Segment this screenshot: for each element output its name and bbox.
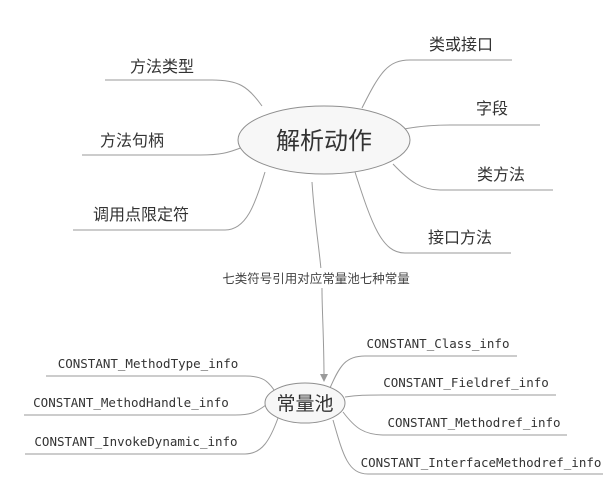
branch-class-or-interface[interactable]: 类或接口 <box>429 35 493 54</box>
branch-fieldref-info[interactable]: CONSTANT_Fieldref_info <box>383 375 549 390</box>
branch-class-info[interactable]: CONSTANT_Class_info <box>367 336 510 351</box>
branch-field[interactable]: 字段 <box>476 99 508 118</box>
branch-call-site-specifier[interactable]: 调用点限定符 <box>93 205 189 224</box>
branch-invoke-dynamic-info[interactable]: CONSTANT_InvokeDynamic_info <box>34 434 237 449</box>
branch-line-class-info <box>329 355 517 389</box>
branch-line-call-site <box>73 171 266 231</box>
branch-line-method-type-info <box>46 375 277 394</box>
branch-line-method-handle <box>82 146 244 156</box>
top-topic-node[interactable]: 解析动作 <box>237 105 411 175</box>
connector-label[interactable]: 七类符号引用对应常量池七种常量 <box>222 271 410 286</box>
branch-method-handle[interactable]: 方法句柄 <box>100 131 164 150</box>
branch-line-fieldref-info <box>344 394 556 398</box>
bottom-topic-node[interactable]: 常量池 <box>264 382 346 424</box>
branch-methodref-info[interactable]: CONSTANT_Methodref_info <box>387 415 560 430</box>
top-topic-label: 解析动作 <box>276 127 372 155</box>
branch-line-field <box>403 124 540 130</box>
branch-interface-methodref-info[interactable]: CONSTANT_InterfaceMethodref_info <box>361 455 602 470</box>
branch-method-handle-info[interactable]: CONSTANT_MethodHandle_info <box>33 395 229 410</box>
branch-line-interface-method <box>354 171 511 254</box>
branch-line-invoke-dynamic-info <box>25 417 279 455</box>
branch-class-method[interactable]: 类方法 <box>477 165 525 184</box>
branch-method-type-info[interactable]: CONSTANT_MethodType_info <box>58 356 239 371</box>
branch-interface-method[interactable]: 接口方法 <box>428 228 492 247</box>
connector-line <box>311 181 328 382</box>
branch-line-class-or-interface <box>361 59 512 109</box>
branch-line-interface-methodref-info <box>332 419 603 475</box>
branch-line-method-handle-info <box>24 404 267 416</box>
branch-line-class-method <box>392 163 553 191</box>
connector-label-bg <box>204 268 428 288</box>
branch-method-type[interactable]: 方法类型 <box>130 57 194 76</box>
bottom-topic-label: 常量池 <box>276 393 333 415</box>
branch-line-methodref-info <box>342 411 567 436</box>
branch-line-method-type <box>105 79 263 107</box>
